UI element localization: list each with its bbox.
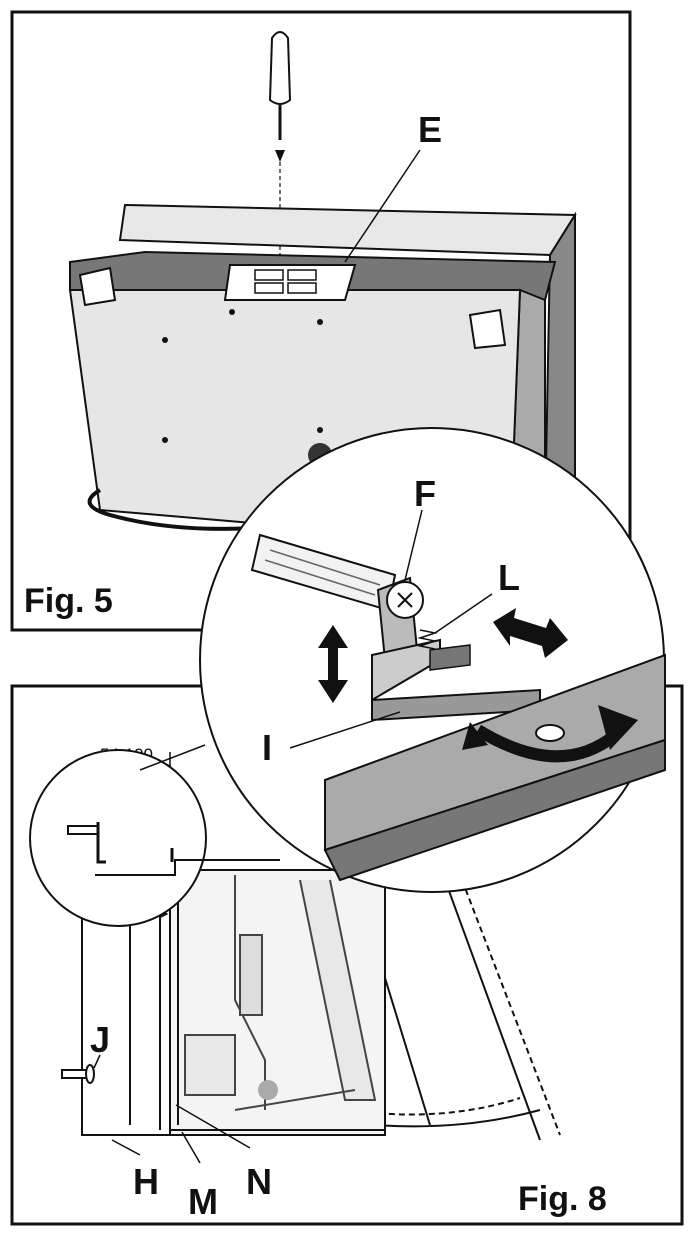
fig8-caption: Fig. 8 (518, 1180, 607, 1218)
label-n: N (246, 1161, 272, 1202)
label-m: M (188, 1181, 218, 1222)
label-h: H (133, 1161, 159, 1202)
detail-circle-small (29, 744, 280, 927)
clip-left (78, 266, 117, 307)
vent-hole-icon (258, 1080, 278, 1100)
leader-i (289, 711, 401, 749)
label-i: I (262, 727, 272, 768)
label-e: E (418, 109, 442, 150)
callout-leaders-fig8 (93, 1054, 251, 1164)
vertical-adjust-arrow-icon (318, 625, 348, 703)
label-l: L (498, 557, 520, 598)
horizontal-adjust-arrow-icon (493, 608, 568, 658)
leader-f (404, 509, 423, 581)
screwdriver-icon (268, 31, 292, 270)
leader-e (344, 149, 421, 263)
screw-j (61, 1064, 95, 1084)
label-f: F (414, 473, 436, 514)
cabinet-shelf (323, 653, 666, 882)
screw-f (386, 581, 424, 619)
fig5-caption: Fig. 5 (24, 582, 113, 620)
rotate-arrow-icon (462, 705, 638, 763)
detail-circle-large: F L I (199, 427, 666, 893)
fig8-hood-body (169, 869, 386, 1136)
part-e (223, 264, 357, 301)
clip-right (468, 308, 507, 350)
leader-l (434, 593, 493, 634)
label-j: J (90, 1019, 110, 1060)
spring-l (417, 629, 471, 671)
